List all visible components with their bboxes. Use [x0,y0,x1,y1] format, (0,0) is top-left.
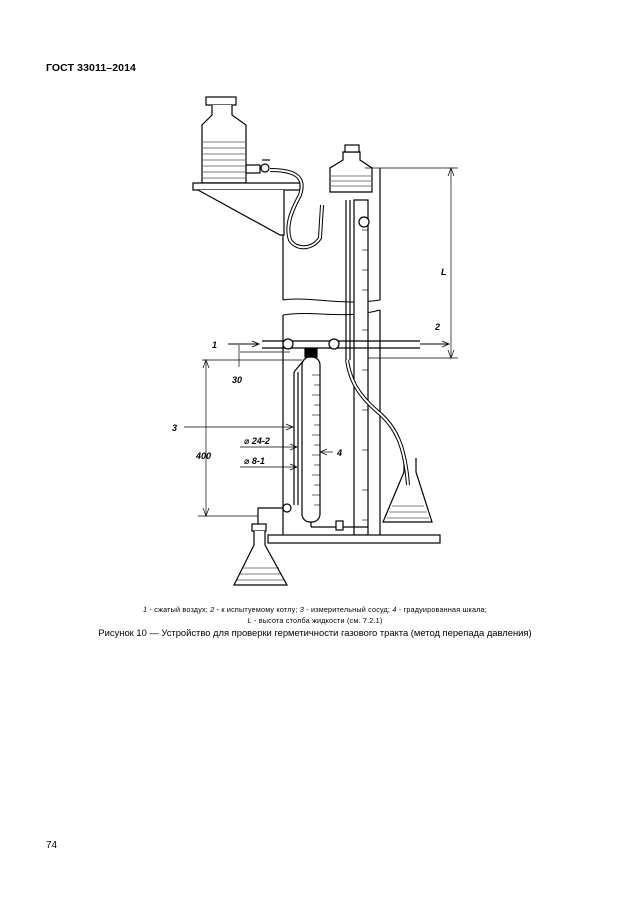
legend-text-2: - к испытуемому котлу; [214,605,300,614]
label-2: 2 [434,322,440,332]
bottle-stopper [205,96,237,106]
legend-text-3: - измерительный сосуд; [304,605,393,614]
label-dia-24: ⌀ 24-2 [244,436,270,446]
legend-text-4: - градуированная шкала; [396,605,487,614]
legend-line-2: L - высота столба жидкости (см. 7.2.1) [248,616,383,625]
legend-num-1: 1 [143,605,148,614]
apparatus-figure: 1 2 3 4 L 30 400 ⌀ 24-2 ⌀ 8-1 [160,90,460,600]
label-1: 1 [212,340,217,350]
label-dim-30: 30 [232,375,242,385]
measuring-vessel [301,356,321,523]
label-L: L [441,267,447,277]
apparatus-base [267,534,441,544]
document-header: ГОСТ 33011–2014 [46,62,136,74]
shelf [192,182,301,191]
label-dim-400: 400 [195,451,211,461]
label-3: 3 [172,423,177,433]
legend-num-4: 4 [392,605,397,614]
legend-line-1: 1 - сжатый воздух; 2 - к испытуемому кот… [143,605,487,614]
legend-num-3: 3 [299,605,305,614]
label-dia-8: ⌀ 8-1 [244,456,265,466]
legend-num-2: 2 [210,605,215,614]
legend-text-1: - сжатый воздух; [147,605,211,614]
stopcock [245,164,261,174]
page-number: 74 [46,840,58,851]
supply-bottle [201,105,247,184]
legend-text-L: - высота столба жидкости (см. 7.2.1) [251,616,383,625]
figure-legend: 1 - сжатый воздух; 2 - к испытуемому кот… [40,604,590,626]
legend-num-L: L [247,616,252,625]
left-flask [233,531,289,586]
top-vessel [329,151,373,193]
label-4: 4 [336,448,342,458]
figure-caption: Рисунок 10 — Устройство для проверки гер… [98,627,532,638]
apparatus-drawing: 1 2 3 4 L 30 400 ⌀ 24-2 ⌀ 8-1 [172,96,458,586]
